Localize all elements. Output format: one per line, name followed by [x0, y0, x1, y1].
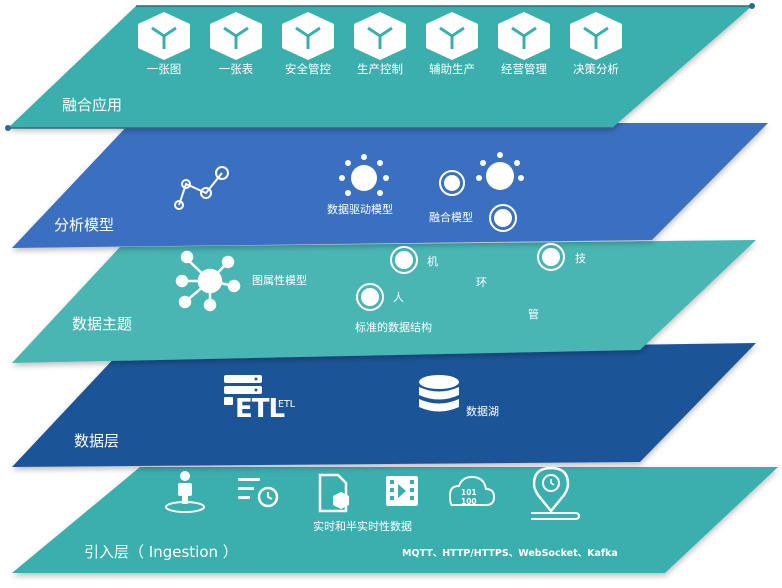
application-layer-plane	[8, 6, 752, 128]
cube-icon	[282, 12, 334, 60]
cube-icon	[354, 12, 406, 60]
tech-node-label: 技	[575, 252, 586, 265]
ingestion-layer-title: 引入层（ Ingestion ）	[84, 543, 238, 561]
topic-layer-title: 数据主题	[72, 315, 133, 333]
data-layer-plane	[12, 343, 756, 467]
graph-line-icon	[174, 166, 229, 210]
realtime-data-label: 实时和半实时性数据	[313, 520, 412, 533]
person-node-label: 人	[393, 291, 404, 304]
app-label: 一张表	[218, 62, 254, 76]
analysis-layer-title: 分析模型	[54, 216, 115, 234]
video-file-icon	[386, 476, 418, 506]
cube-icon	[570, 12, 622, 60]
ingestion-layer-plane	[12, 467, 778, 573]
env-node-label: 环	[476, 276, 487, 289]
map-pin-icon	[531, 466, 581, 520]
etl-logo-text: ETL	[235, 394, 285, 424]
data-lake-label: 数据湖	[466, 405, 499, 418]
data-driven-model-icon	[339, 154, 389, 196]
standard-structure-label: 标准的数据结构	[355, 321, 432, 334]
binary-text: 101 100	[461, 488, 477, 506]
data-driven-model-label: 数据驱动模型	[327, 203, 393, 216]
database-icon	[419, 375, 459, 412]
cube-icon	[210, 12, 262, 60]
etl-label: ETL	[278, 399, 296, 410]
app-label: 生产控制	[357, 62, 403, 76]
fusion-model-icon	[439, 152, 524, 232]
protocols-label: MQTT、HTTP/HTTPS、WebSocket、Kafka	[402, 548, 618, 559]
machine-node-label: 机	[427, 255, 438, 268]
application-layer-title: 融合应用	[62, 96, 123, 114]
location-person-icon	[165, 471, 205, 513]
data-layer-title: 数据层	[74, 432, 120, 450]
fusion-model-label: 融合模型	[429, 211, 473, 224]
cube-icon	[138, 12, 190, 60]
tech-node-icon	[537, 243, 565, 271]
topic-layer-plane	[12, 240, 756, 363]
network-graph-icon	[175, 250, 241, 312]
app-label: 决策分析	[573, 62, 619, 76]
schedule-list-icon	[238, 478, 279, 508]
app-label: 安全管控	[285, 62, 331, 76]
app-label: 经营管理	[501, 62, 547, 76]
graph-attribute-model-label: 图属性模型	[252, 274, 307, 287]
app-label: 一张图	[146, 62, 182, 76]
app-label: 辅助生产	[429, 62, 475, 76]
cube-icon	[426, 12, 478, 60]
person-node-icon	[356, 283, 384, 311]
document-cube-icon	[318, 473, 349, 513]
cloud-binary-icon	[448, 475, 496, 506]
analysis-layer-plane	[12, 123, 768, 248]
machine-node-icon	[390, 246, 418, 274]
cube-icon	[498, 12, 550, 60]
etl-server-icon	[224, 375, 262, 405]
mgmt-node-label: 管	[528, 308, 539, 321]
